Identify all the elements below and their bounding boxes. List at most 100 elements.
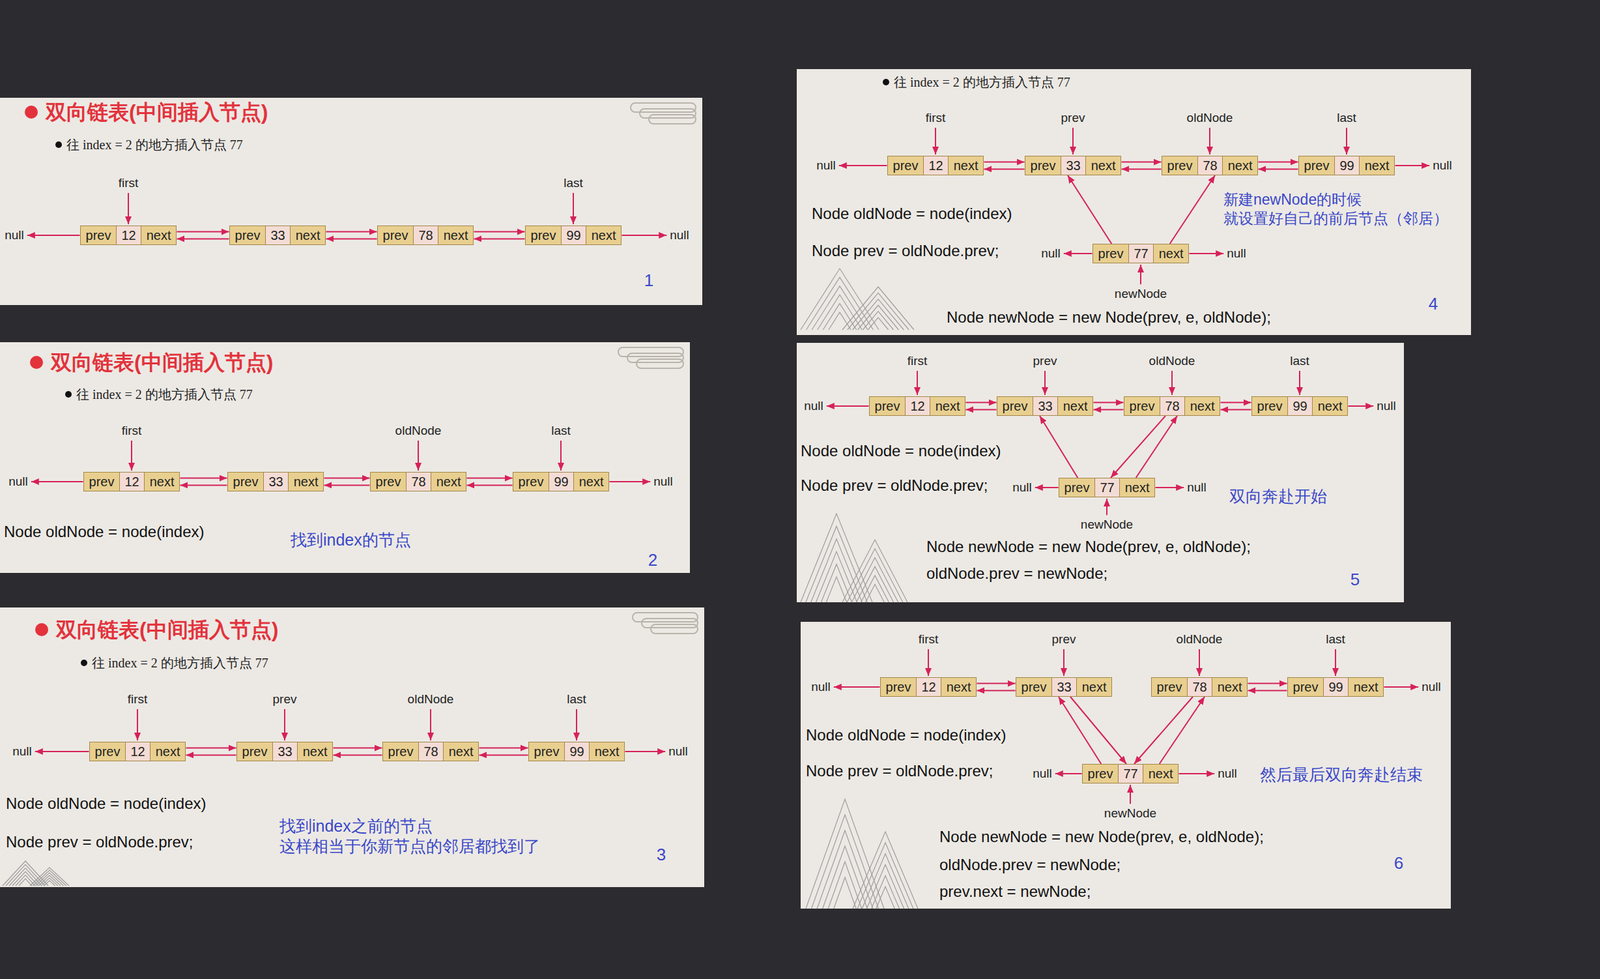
null-label: null: [8, 473, 29, 490]
list-node: prev99next: [525, 225, 623, 245]
link-arrow: [1058, 696, 1101, 764]
bullet-dot: [882, 78, 890, 86]
text-holder: 双向奔赴开始: [1229, 485, 1328, 507]
mountain-ornament: [2, 860, 49, 886]
text-holder: first: [127, 691, 148, 707]
link-arrow: [1121, 168, 1161, 170]
link-arrow: [1070, 696, 1127, 764]
pointer-label: newNode: [1080, 516, 1133, 533]
pointer-label: first: [127, 691, 148, 707]
link-arrow: [1039, 415, 1078, 478]
list-node: prev77next: [1058, 477, 1156, 498]
mountain-ornament: [800, 268, 879, 330]
code-line: Node prev = oldNode.prev;: [811, 241, 1000, 261]
pointer-field: prev: [1016, 677, 1053, 696]
list-node: prev33next: [227, 471, 325, 492]
pointer-field: next: [443, 742, 479, 761]
text-holder: oldNode: [1149, 353, 1196, 369]
text-holder: null: [1186, 479, 1207, 496]
pointer-field: next: [1212, 677, 1248, 696]
text-holder: last: [566, 691, 587, 707]
code-line: Node oldNode = node(index): [5, 793, 207, 814]
slide-panel: firstprevoldNodelastnullnullNode oldNode…: [796, 342, 1404, 602]
pointer-field: prev: [370, 472, 407, 491]
mountain-ornament: [35, 872, 64, 886]
list-node: prev77next: [1092, 243, 1190, 264]
pointer-field: next: [141, 226, 177, 245]
pointer-label: prev: [1061, 110, 1086, 126]
step-number: 5: [1350, 568, 1360, 591]
node-value: 33: [272, 742, 298, 761]
corner-ornament: [618, 347, 684, 357]
list-node: prev78next: [1151, 676, 1249, 697]
code-line: Node newNode = new Node(prev, e, oldNode…: [939, 826, 1264, 847]
null-arrow: [1178, 772, 1215, 774]
text-holder: 找到index的节点: [290, 529, 412, 550]
mountain-ornament: [866, 864, 904, 909]
pointer-field: prev: [997, 396, 1034, 415]
pointer-field: prev: [1299, 156, 1335, 175]
link-arrow: [466, 484, 513, 486]
null-label: null: [1012, 479, 1032, 496]
mountain-ornament: [43, 880, 55, 886]
text-holder: null: [668, 743, 688, 759]
pointer-field: next: [150, 742, 186, 761]
link-arrow: [1134, 696, 1193, 764]
pointer-arrow: [572, 192, 574, 225]
text-holder: last: [1289, 353, 1310, 369]
corner-ornament: [630, 102, 696, 113]
pointer-arrow: [130, 440, 133, 471]
text-holder: newNode: [1104, 805, 1157, 821]
mountain-ornament: [38, 874, 61, 886]
link-arrow: [325, 237, 377, 240]
pointer-field: next: [1076, 677, 1113, 696]
text-holder: oldNode: [395, 422, 442, 439]
text-holder: first: [121, 422, 143, 439]
text-holder: Node oldNode = node(index): [805, 725, 1007, 745]
pointer-label: oldNode: [1186, 110, 1234, 126]
text-holder: 3: [656, 843, 666, 866]
null-arrow: [1347, 405, 1374, 407]
node-value: 33: [1032, 396, 1058, 415]
node-value: 12: [923, 156, 948, 175]
link-arrow: [976, 682, 1015, 685]
corner-ornament: [641, 618, 698, 628]
pointer-arrow: [1209, 127, 1211, 155]
null-label: null: [4, 227, 25, 243]
text-holder: null: [669, 227, 690, 243]
mountain-ornament: [876, 885, 896, 909]
title-dot: [24, 105, 38, 119]
list-node: prev12next: [869, 396, 967, 416]
pointer-field: next: [573, 472, 610, 491]
mountain-ornament: [820, 564, 852, 602]
pointer-arrow: [916, 370, 918, 395]
pointer-arrow: [1063, 648, 1065, 676]
list-node: prev12next: [887, 155, 985, 176]
text-holder: first: [918, 631, 939, 647]
bullet-text: 往 index = 2 的地方插入节点 77: [893, 74, 1071, 91]
mountain-ornament: [828, 312, 851, 330]
mountain-ornament: [817, 294, 863, 330]
null-label: null: [1186, 479, 1207, 496]
text-holder: 新建newNode的时候 就设置好自己的前后节点（邻居）: [1223, 190, 1465, 229]
node-value: 12: [915, 677, 941, 696]
pointer-arrow: [284, 708, 286, 741]
text-holder: null: [1217, 765, 1238, 782]
node-value: 12: [125, 742, 150, 761]
pointer-arrow: [429, 708, 432, 741]
text-holder: Node newNode = new Node(prev, e, oldNode…: [946, 307, 1272, 328]
link-arrow: [1257, 161, 1298, 163]
pointer-arrow: [136, 708, 139, 741]
pointer-arrow: [575, 708, 578, 741]
text-holder: oldNode: [1186, 110, 1234, 126]
pointer-label: first: [121, 422, 143, 439]
node-value: 77: [1117, 764, 1143, 783]
list-node: prev99next: [1251, 396, 1349, 416]
text-holder: 1: [644, 269, 654, 292]
pointer-field: prev: [1059, 478, 1096, 497]
null-label: null: [1226, 245, 1247, 262]
list-node: prev78next: [370, 471, 468, 492]
text-holder: null: [8, 473, 29, 490]
corner-ornament: [650, 624, 698, 634]
pointer-field: next: [589, 742, 625, 761]
